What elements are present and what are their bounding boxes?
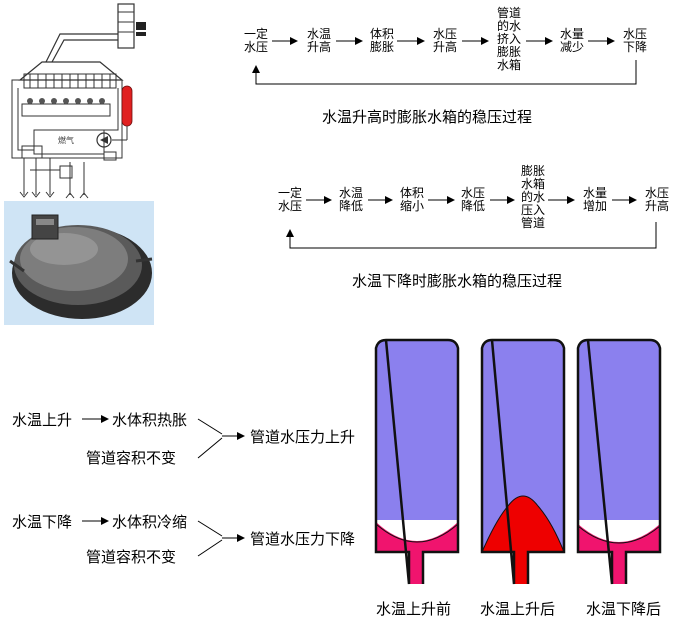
logic-down-condition: 管道容积不变	[86, 548, 177, 566]
flow-up-step-6: 水量 减少	[559, 27, 584, 54]
flow-up-step-1: 一定 水压	[243, 27, 268, 54]
flow-down-caption: 水温下降时膨胀水箱的稳压过程	[352, 272, 563, 290]
flow-down-step-5: 膨胀 水箱 的水 压入 管道	[520, 164, 545, 230]
logic-down-result: 管道水压力下降	[250, 530, 356, 548]
tank-label-after-drop: 水温下降后	[586, 600, 662, 618]
flow-up-step-4: 水压 升高	[432, 27, 457, 54]
tank-after-drop	[576, 338, 662, 585]
logic-up-result: 管道水压力上升	[250, 428, 356, 446]
expansion-tank-photo	[4, 201, 154, 325]
tank-before-rise	[374, 338, 460, 585]
flow-down-step-3: 体积 缩小	[399, 186, 424, 213]
logic-down-effect: 水体积冷缩	[112, 513, 188, 531]
flow-up-step-2: 水温 升高	[306, 27, 331, 54]
tank-label-before-rise: 水温上升前	[376, 600, 452, 618]
flow-up-caption: 水温升高时膨胀水箱的稳压过程	[322, 108, 533, 126]
tank-label-after-rise: 水温上升后	[480, 600, 556, 618]
flow-down-step-1: 一定 水压	[277, 186, 302, 213]
flow-down-step-4: 水压 降低	[460, 186, 485, 213]
gas-label: 燃气	[58, 135, 74, 145]
logic-up-condition: 管道容积不变	[86, 449, 177, 467]
flow-up-step-5: 管道 的水 挤入 膨胀 水箱	[496, 6, 521, 72]
flow-up-step-7: 水压 下降	[622, 27, 647, 54]
flow-down-step-2: 水温 降低	[338, 186, 363, 213]
tank-after-rise	[480, 338, 566, 585]
flow-down-step-6: 水量 增加	[582, 186, 607, 213]
logic-up-effect: 水体积热胀	[112, 411, 188, 429]
flow-down-step-7: 水压 升高	[644, 186, 669, 213]
flow-up-step-3: 体积 膨胀	[369, 27, 394, 54]
logic-up-cause: 水温上升	[12, 411, 73, 429]
logic-down-cause: 水温下降	[12, 513, 73, 531]
